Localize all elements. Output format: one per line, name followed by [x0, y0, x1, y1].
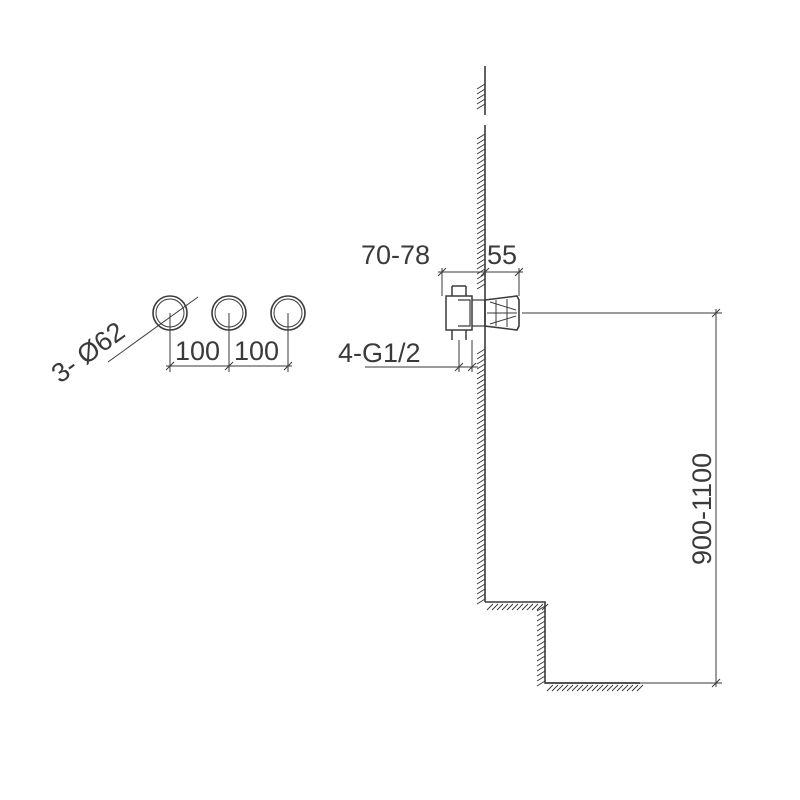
depth-dimension [437, 240, 524, 296]
spacing-dimension [165, 313, 293, 372]
diameter-leader [107, 296, 199, 363]
spacing-left-label: 100 [175, 336, 220, 366]
valve-body [445, 285, 485, 340]
depth-label: 70-78 [361, 240, 430, 270]
connection-label: 4-G1/2 [338, 338, 421, 368]
front-view: 3- Ø62 100 100 [46, 295, 306, 389]
diameter-label: 3- Ø62 [46, 316, 130, 389]
handle-side-profile [484, 295, 520, 331]
wall-section [476, 66, 644, 692]
height-dimension [522, 308, 722, 688]
height-label: 900-1100 [687, 453, 717, 565]
spacing-right-label: 100 [234, 336, 279, 366]
connection-dimension [365, 340, 478, 372]
projection-label: 55 [487, 240, 517, 270]
